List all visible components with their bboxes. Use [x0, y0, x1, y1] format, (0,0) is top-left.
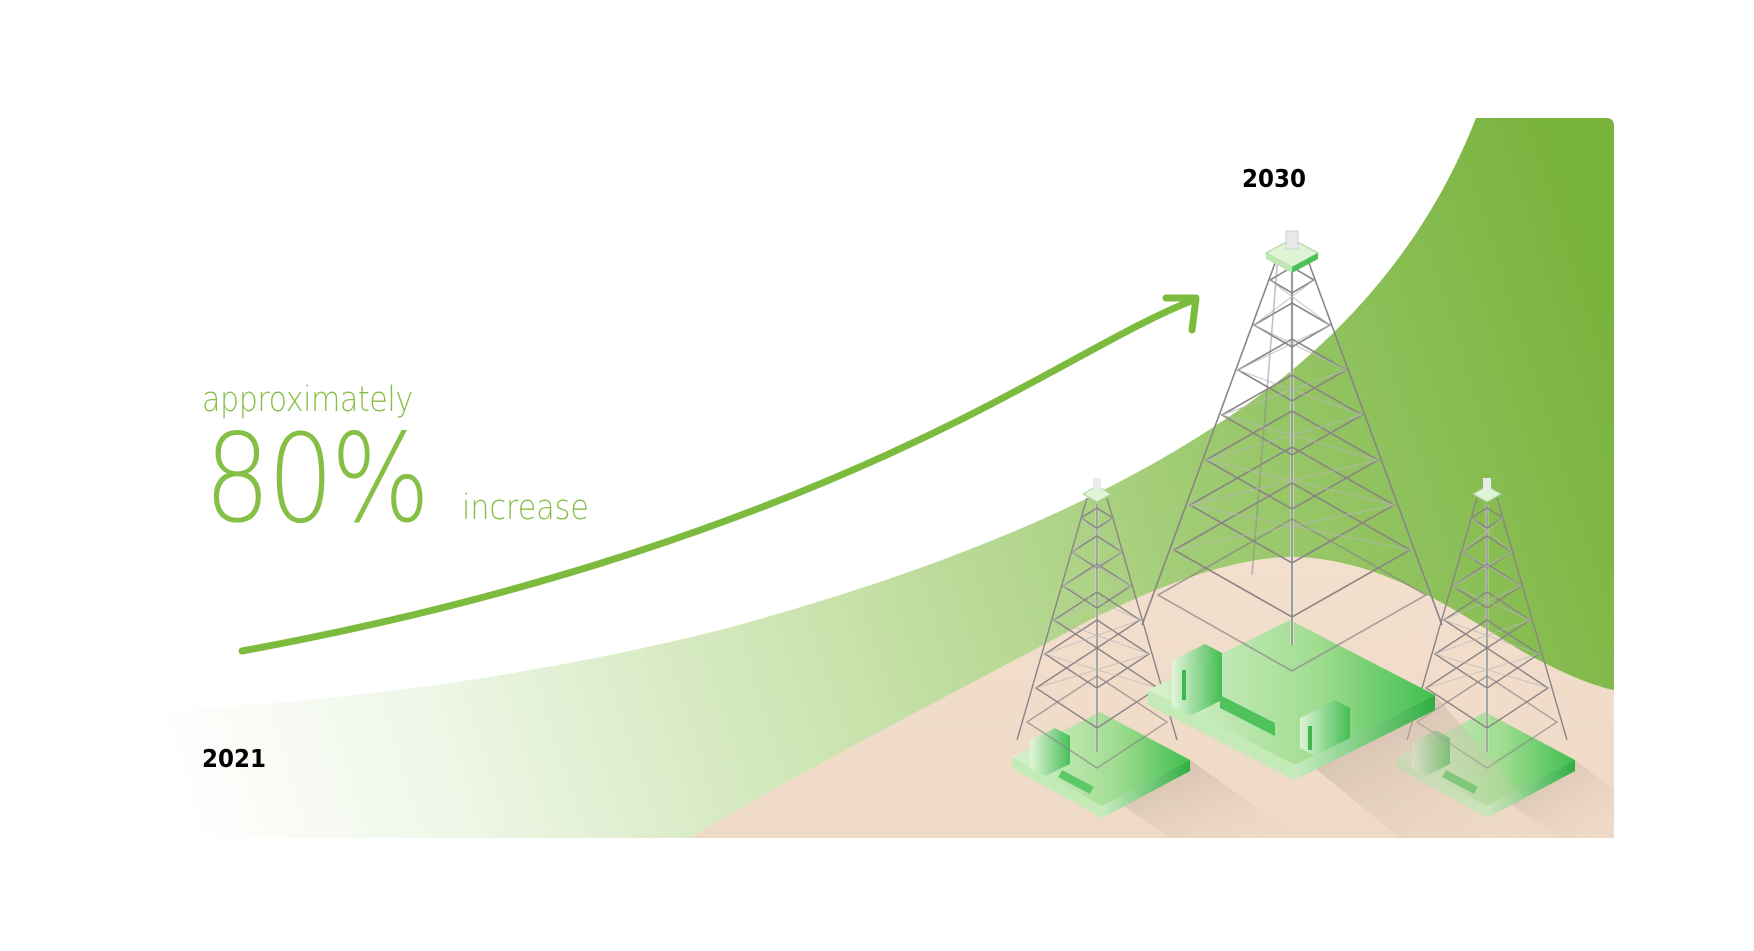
start-year-label: 2021	[202, 744, 267, 773]
growth-arrow-icon	[238, 294, 1200, 655]
end-year-label: 2030	[1242, 164, 1307, 193]
white-sky-area	[166, 118, 1476, 710]
drilling-tower-left	[1012, 478, 1300, 838]
drilling-tower-main	[1140, 230, 1560, 838]
headline-value: 80%	[204, 408, 430, 550]
headline-suffix: increase	[462, 488, 589, 528]
headline-prefix: approximately	[202, 380, 413, 420]
